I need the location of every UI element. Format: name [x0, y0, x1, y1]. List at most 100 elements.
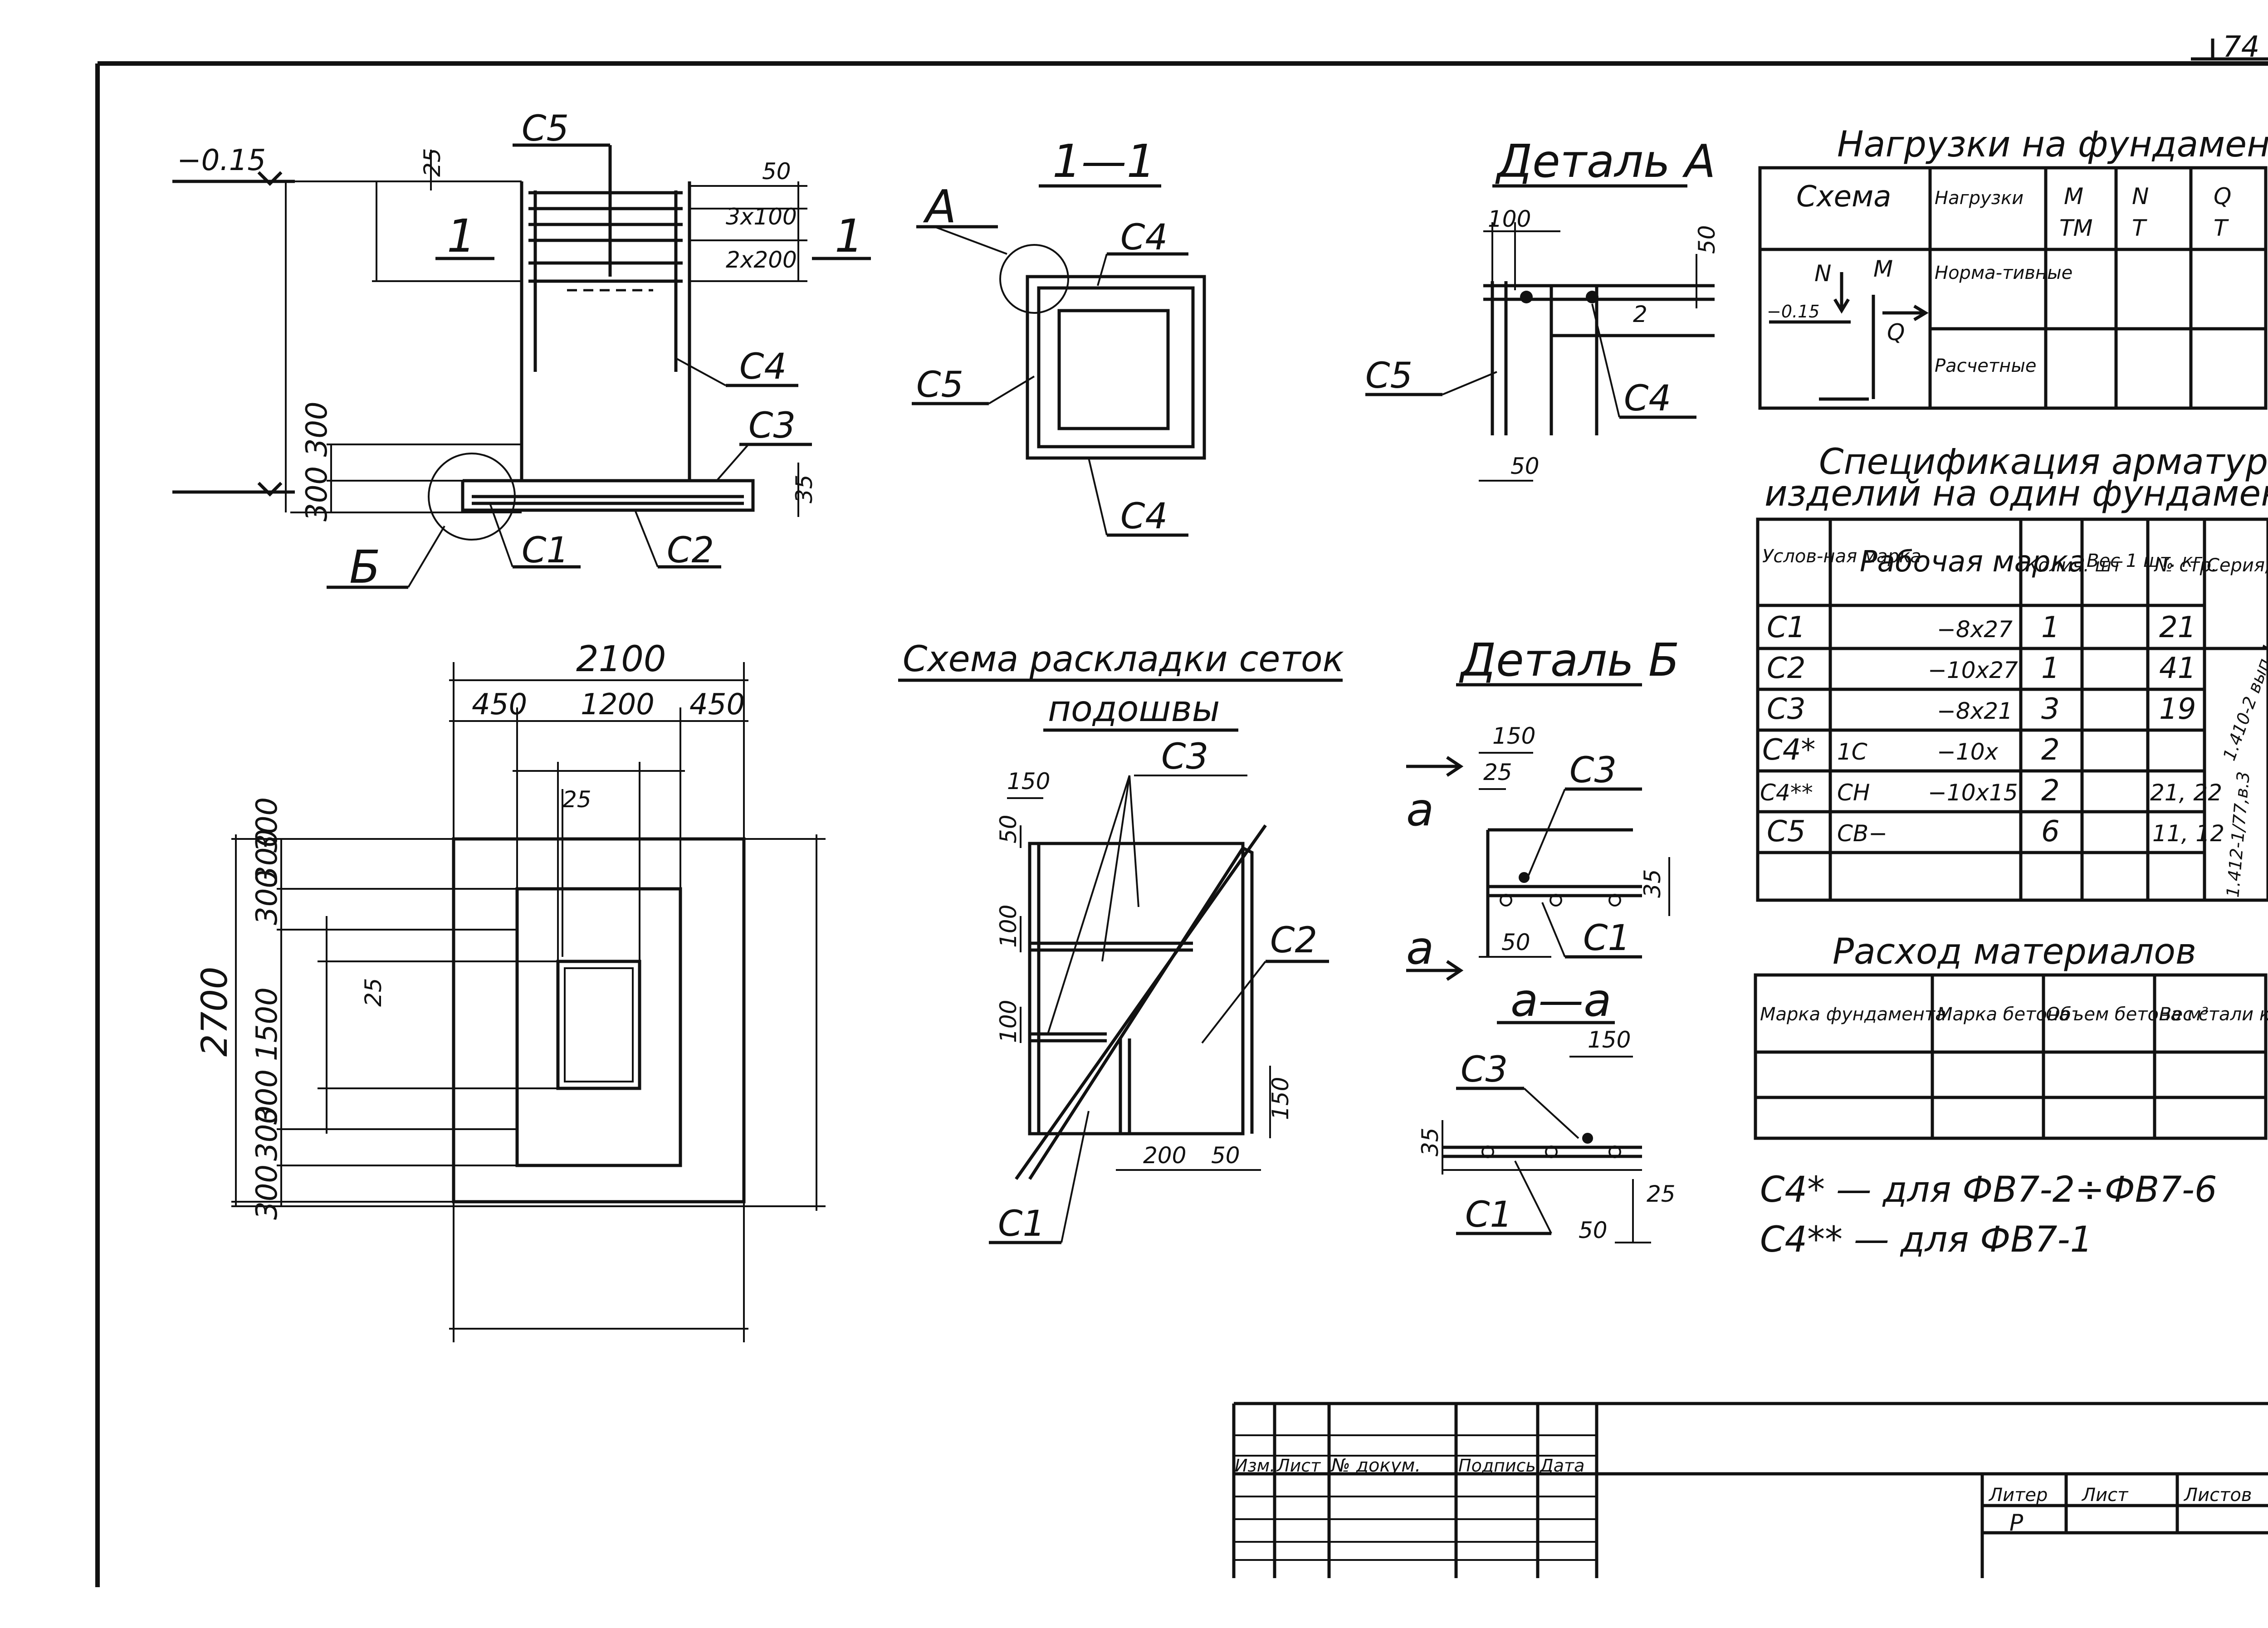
- tag-c4-elev: C4: [739, 346, 787, 387]
- mesh-title-1: Схема раскладки сеток: [903, 639, 1344, 680]
- mesh-dim-100a: 100: [995, 905, 1022, 948]
- spec-row-pre: CH: [1837, 780, 1870, 806]
- plan-dim-1500: 1500: [250, 987, 284, 1061]
- aa-dim-150: 150: [1588, 1027, 1631, 1053]
- spec-table: Спецификация арматурных изделий на один …: [1756, 442, 2268, 902]
- section-mark-right: 1: [835, 210, 864, 263]
- mesh-dim-50: 50: [995, 814, 1022, 843]
- spec-row: C5 CB− 6 11, 12: [1767, 815, 2224, 848]
- plan-dim-25: 25: [562, 786, 591, 813]
- plan-dim-450a: 450: [472, 688, 527, 721]
- stamp-hdr-date: Дата: [1539, 1456, 1584, 1476]
- materials-title: Расход материалов: [1833, 931, 2196, 972]
- section-1-1-title: 1—1: [1052, 135, 1155, 188]
- notes: C4* — для ФВ7-2÷ФВ7-6 C4** — для ФВ7-1: [1760, 1170, 2217, 1260]
- detailA-dim-2: 2: [1633, 301, 1647, 327]
- loads-scheme-elev: −0.15: [1767, 302, 1819, 322]
- spec-row-page: 21, 22: [2150, 780, 2222, 806]
- detailA-dim-50b: 50: [1510, 453, 1540, 479]
- mesh-layout: Схема раскладки сеток подошвы C3 C2 C1 1…: [898, 639, 1344, 1244]
- loads-row-design: Расчетные: [1935, 356, 2037, 376]
- spec-row-qty: 6: [2041, 815, 2060, 848]
- stamp-hdr-sign: Подпись: [1458, 1456, 1536, 1476]
- dim-50: 50: [762, 158, 791, 185]
- note-1: C4* — для ФВ7-2÷ФВ7-6: [1760, 1170, 2217, 1210]
- loads-hdr-n: N: [2132, 183, 2149, 210]
- tag-c1-detailB: C1: [1583, 918, 1630, 959]
- detailB-dim-35: 35: [1639, 869, 1666, 898]
- materials-hdr-steel: Вес стали кг: [2159, 1004, 2268, 1025]
- detail-a: Деталь А 100 50 2 50 C5 C4: [1365, 135, 1720, 482]
- spec-row-work: −8x21: [1937, 698, 2013, 724]
- spec-row-pre: CB−: [1837, 820, 1887, 847]
- tag-b: Б: [349, 541, 381, 594]
- spec-series-2: 1.412-1/77,в.3: [2223, 770, 2253, 898]
- spec-row: C1 −8x27 1 21: [1767, 611, 2196, 644]
- detail-b-title: Деталь Б: [1459, 634, 1679, 687]
- tag-c1-mesh: C1: [998, 1204, 1045, 1244]
- stamp-hdr-doc: № докум.: [1330, 1455, 1421, 1476]
- spec-row-mark: C4*: [1762, 733, 1815, 767]
- spec-row-work: −8x27: [1937, 616, 2013, 643]
- spec-row-qty: 2: [2041, 774, 2060, 808]
- section-a-a: а—а C3 150 35 25 50 C1: [1417, 974, 1676, 1243]
- mesh-dim-100b: 100: [995, 1000, 1022, 1043]
- stamp-hdr-list: Лист: [1276, 1456, 1321, 1476]
- spec-row-mark: C3: [1767, 692, 1805, 726]
- tag-c3-elev: C3: [748, 405, 796, 446]
- plan-dim-450b: 450: [689, 688, 745, 721]
- aa-dim-35: 35: [1417, 1127, 1443, 1156]
- spec-row-pre: 1C: [1837, 739, 1867, 765]
- loads-unit-tm: TM: [2059, 215, 2093, 241]
- dim-2x200: 2x200: [726, 247, 797, 273]
- spec-row-qty: 3: [2041, 692, 2060, 726]
- title-block: Изм. Лист № докум. Подпись Дата Литер Ли…: [1232, 1402, 2268, 1578]
- tag-c1-aa: C1: [1465, 1194, 1512, 1235]
- tag-c4-bottom: C4: [1120, 496, 1168, 537]
- plan-dim-2700: 2700: [195, 966, 235, 1057]
- mesh-title-2: подошвы: [1048, 689, 1220, 730]
- tag-c3-detailB: C3: [1569, 750, 1617, 791]
- spec-row: C2 −10x27 1 41: [1767, 652, 2196, 685]
- spec-hdr-weight: Вес 1 шт. кг: [2087, 551, 2203, 571]
- spec-row: C4* 1C −10x 2: [1762, 733, 2060, 767]
- spec-title-1: Спецификация арматурных: [1819, 442, 2268, 483]
- stamp-listov: Листов: [2183, 1485, 2252, 1506]
- tag-c2-elev: C2: [667, 530, 714, 571]
- plan-view: 2100 450 1200 450 25 2700 300 300 1500 3…: [195, 639, 826, 1342]
- aa-dim-25: 25: [1647, 1181, 1676, 1207]
- materials-hdr-volume: Объем бетона м³: [2046, 1004, 2209, 1025]
- aa-dim-50: 50: [1579, 1217, 1608, 1243]
- spec-row-work: −10x27: [1928, 657, 2018, 683]
- spec-row-page: 41: [2159, 652, 2196, 685]
- spec-row-mark: C5: [1767, 815, 1805, 848]
- spec-row-qty: 2: [2041, 733, 2060, 767]
- plan-dim-300a: 300: [250, 829, 284, 884]
- plan-dim-300f: 300: [250, 1165, 284, 1220]
- tag-c3-aa: C3: [1461, 1049, 1508, 1090]
- loads-hdr-loads: Нагрузки: [1935, 188, 2024, 209]
- spec-hdr-mark: Услов-ная марка: [1762, 546, 1921, 567]
- loads-hdr-scheme: Схема: [1796, 180, 1891, 214]
- section-mark-left: 1: [447, 210, 476, 263]
- spec-row-qty: 1: [2041, 611, 2060, 644]
- dim-35: 35: [791, 474, 817, 503]
- section-aa-title: а—а: [1510, 974, 1612, 1027]
- spec-row-mark: C4**: [1760, 780, 1813, 806]
- spec-hdr-work: Рабочая марка: [1860, 545, 2086, 579]
- detailA-dim-100: 100: [1488, 206, 1531, 232]
- loads-table: Нагрузки на фундамент Схема Нагрузки M N…: [1758, 124, 2268, 410]
- spec-row: C3 −8x21 3 19: [1767, 692, 2196, 726]
- detail-b: Деталь Б a a 150 25 35 50 C3 C1: [1406, 634, 1679, 981]
- loads-unit-t2: T: [2214, 215, 2229, 241]
- detailB-cut-top: a: [1406, 783, 1434, 836]
- mesh-dim-150a: 150: [1007, 768, 1050, 795]
- tag-c1-elev: C1: [522, 530, 569, 571]
- mesh-dim-200: 200: [1143, 1142, 1186, 1169]
- tag-c5-section: C5: [916, 365, 963, 405]
- dim-300-300: 300 300: [300, 401, 334, 522]
- spec-row-page: 21: [2159, 611, 2196, 644]
- tag-c2-mesh: C2: [1270, 920, 1317, 961]
- spec-row-qty: 1: [2041, 652, 2060, 685]
